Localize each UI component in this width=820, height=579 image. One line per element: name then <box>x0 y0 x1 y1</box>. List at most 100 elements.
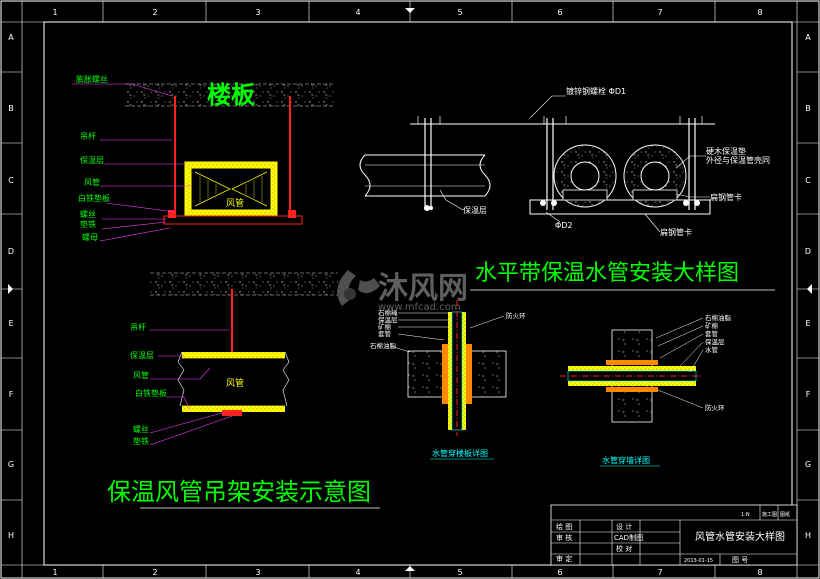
duct-elevation-title: 保温风管吊架安装示意图 <box>107 478 371 506</box>
wall-penetration-detail: 石棉油脂 矿棉 套管 保温层 水管 防火环 水管穿墙详图 <box>560 313 732 467</box>
col-label: 6 <box>557 568 562 577</box>
col-label: 3 <box>255 568 260 577</box>
label-sleeve: 套管 <box>378 329 392 338</box>
row-label: B <box>8 104 14 113</box>
label-water-pipe: 水管 <box>705 345 719 354</box>
label-hanger-rod: 吊杆 <box>130 322 146 332</box>
label-insulation: 保温层 <box>130 350 154 360</box>
label-washer: 垫铁 <box>80 219 96 229</box>
center-mark-bottom <box>405 566 415 571</box>
label-seal: 石棉油脂 <box>370 341 397 350</box>
row-label: E <box>8 319 13 328</box>
col-label: 7 <box>657 8 662 17</box>
label-screw: 螺丝 <box>133 424 149 434</box>
col-label: 2 <box>152 568 157 577</box>
col-label: 4 <box>355 8 360 17</box>
col-label: 1 <box>52 568 57 577</box>
label-insulation: 保温层 <box>378 315 398 324</box>
center-mark-top <box>405 8 415 13</box>
tb-checked: 审 核 <box>556 533 572 542</box>
col-label: 6 <box>557 8 562 17</box>
row-label: H <box>805 531 811 540</box>
tb-drawing-no-label: 图 号 <box>732 556 748 564</box>
label-sleeve: 套管 <box>705 329 719 338</box>
label-duct: 风管 <box>84 177 100 187</box>
duct-section-detail: 楼板 风管 膨胀螺丝 吊杆 保温层 风管 白铁垫板 螺丝 <box>72 74 335 242</box>
label-hanger-rod: 吊杆 <box>80 131 96 141</box>
row-label: E <box>805 319 810 328</box>
col-label: 4 <box>355 568 360 577</box>
tb-drawing-no: 2013-01-15 <box>684 558 713 564</box>
row-label: F <box>9 390 14 399</box>
label-hot-sealant: 石棉绳 <box>378 308 398 317</box>
col-label: 8 <box>757 8 762 17</box>
tb-drawing-title: 风管水管安装大样图 <box>695 530 785 543</box>
label-mineral-wool: 矿棉 <box>705 321 719 330</box>
floor-penetration-detail: 石棉绳 保温层 矿棉 套管 石棉油脂 防火环 水管穿楼板详图 <box>370 300 526 460</box>
label-insulation: 保温层 <box>705 337 725 346</box>
support-channel <box>163 215 303 225</box>
center-mark-right <box>807 284 812 294</box>
duct-body <box>190 167 272 211</box>
row-label: G <box>8 460 14 469</box>
col-label: 8 <box>757 568 762 577</box>
water-pipe-support-detail: 镀锌钢螺栓 ΦD1 保温层 硬木保温垫 外径与保温管壳同 扁钢管卡 ΦD2 扁钢… <box>359 86 775 291</box>
label-d2: ΦD2 <box>555 221 573 230</box>
row-label: A <box>805 33 811 42</box>
row-label: G <box>805 460 811 469</box>
duct-top-insulation <box>182 352 285 358</box>
watermark: 沐风网 www.mfcad.com <box>337 270 468 313</box>
pipe-right <box>640 161 670 191</box>
tb-stage: 施工图 <box>762 511 777 518</box>
label-hard-wood-pad: 硬木保温垫 <box>706 146 746 156</box>
watermark-logo <box>337 270 380 306</box>
pipe-left <box>570 161 600 191</box>
tb-drawn: 绘 图 <box>556 522 572 531</box>
tb-sheet: 图纸 <box>780 511 790 518</box>
tb-approved: 审 定 <box>556 554 572 563</box>
floor-slab <box>125 84 335 106</box>
watermark-brand: 沐风网 <box>378 271 468 306</box>
tb-cad: CAD制图 <box>614 533 643 542</box>
water-pipe-title: 水平带保温水管安装大样图 <box>475 261 739 286</box>
duct-elevation-detail: 风管 吊杆 保温层 风管 白铁垫板 螺丝 垫铁 保温风管吊架安装示意图 <box>107 272 380 509</box>
title-block: 绘 图 审 核 审 定 设 计 CAD制图 校 对 1:N 施工图 图纸 201… <box>550 504 798 566</box>
row-label: H <box>8 531 14 540</box>
label-fire-ring: 防火环 <box>506 311 526 320</box>
row-label: D <box>805 247 811 256</box>
tb-scale: 1:N <box>741 512 750 518</box>
label-anchor-bolt: 膨胀螺丝 <box>76 74 108 84</box>
row-label: F <box>806 390 811 399</box>
label-washer: 垫铁 <box>133 436 149 446</box>
label-pad-note: 外径与保温管壳同 <box>706 155 770 165</box>
tb-design: 设 计 <box>616 522 632 531</box>
label-screw: 螺丝 <box>80 209 96 219</box>
col-label: 2 <box>152 8 157 17</box>
row-label: B <box>805 104 811 113</box>
label-pipe-clamp-bottom: 扁钢管卡 <box>660 227 692 237</box>
duct-inner-label: 风管 <box>226 197 244 209</box>
wall-penetration-caption: 水管穿墙详图 <box>602 455 650 465</box>
row-label: A <box>8 33 14 42</box>
col-label: 5 <box>457 568 462 577</box>
label-expansion-bolt: 镀锌钢螺栓 ΦD1 <box>566 86 626 96</box>
col-label: 1 <box>52 8 57 17</box>
center-mark-left <box>8 284 13 294</box>
row-label: D <box>8 247 14 256</box>
label-wood-pad: 白铁垫板 <box>135 388 167 398</box>
duct-bottom-insulation <box>182 406 285 412</box>
floor-penetration-caption: 水管穿楼板详图 <box>432 448 488 458</box>
label-wood-pad: 白铁垫板 <box>78 193 110 203</box>
base-channel <box>529 199 711 215</box>
label-duct: 风管 <box>133 370 149 380</box>
label-pipe-clamp: 扁钢管卡 <box>710 192 742 202</box>
label-nut: 螺母 <box>82 232 98 242</box>
row-label: C <box>805 176 811 185</box>
watermark-url: www.mfcad.com <box>378 302 461 313</box>
col-label: 3 <box>255 8 260 17</box>
col-label: 5 <box>457 8 462 17</box>
floor-slab-2 <box>150 273 338 295</box>
label-mineral-wool: 矿棉 <box>378 322 392 331</box>
label-seal: 石棉油脂 <box>705 313 732 322</box>
